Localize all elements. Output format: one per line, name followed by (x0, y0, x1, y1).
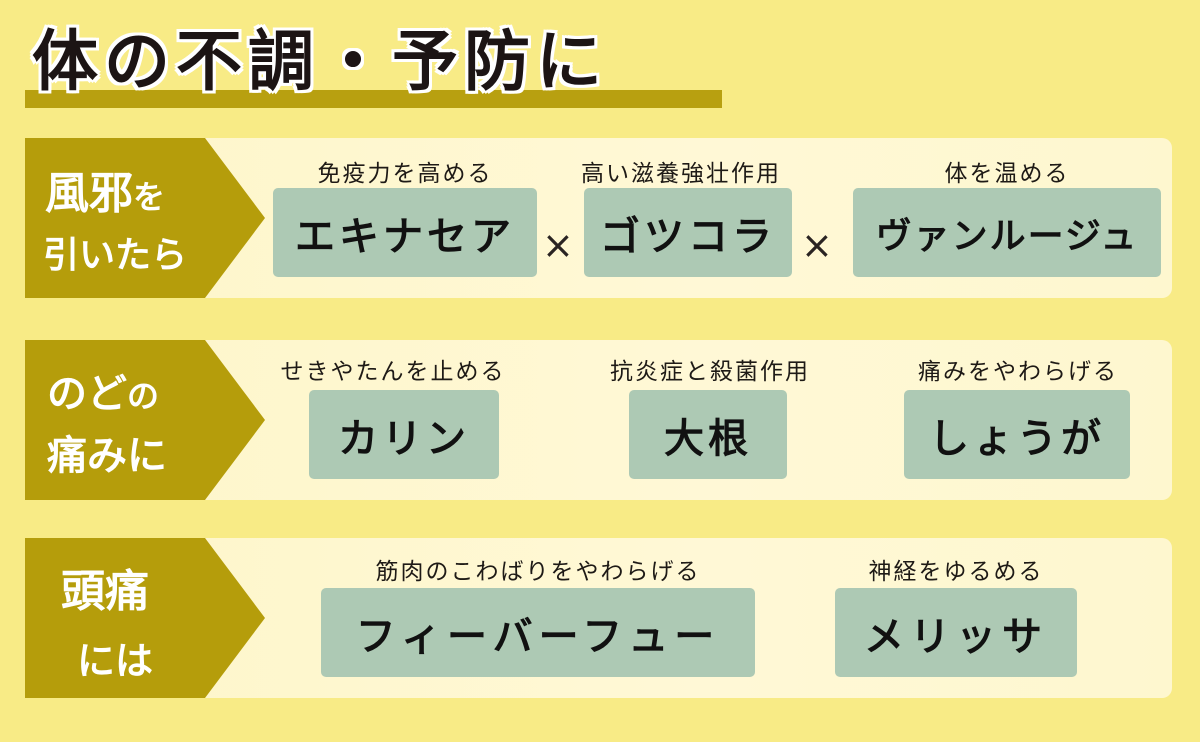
combine-x-icon: × (801, 223, 833, 267)
row-headache: 頭痛 には 筋肉のこわばりをやわらげる フィーバーフュー 神経をゆるめる メリッ… (25, 538, 1172, 698)
herb-box-melissa: メリッサ (835, 588, 1077, 677)
category-arrow-throat: のどの 痛みに (25, 340, 265, 500)
category-label-line1: 風邪を (45, 168, 166, 219)
page-title: 体の不調・予防に (32, 23, 608, 100)
category-arrow-headache: 頭痛 には (25, 538, 265, 698)
category-label-line2: 痛みに (47, 433, 167, 479)
title-underline (25, 90, 722, 108)
item-caption: 体を温める (944, 161, 1070, 187)
herb-box-feverfew: フィーバーフュー (321, 588, 755, 677)
herb-box-ginger: しょうが (904, 390, 1130, 479)
category-label-line1: 頭痛 (61, 566, 149, 617)
category-label-line1: のどの (47, 371, 160, 417)
category-label-line2: 引いたら (43, 235, 188, 276)
row-sore-throat: のどの 痛みに せきやたんを止める カリン 抗炎症と殺菌作用 大根 痛みをやわら… (25, 340, 1172, 500)
item-caption: 高い滋養強壮作用 (581, 161, 781, 187)
herb-box-echinacea: エキナセア (273, 188, 537, 277)
row-cold: 風邪を 引いたら 免疫力を高める エキナセア × 高い滋養強壮作用 ゴツコラ ×… (25, 138, 1172, 298)
item-caption: 免疫力を高める (317, 161, 493, 187)
category-arrow-cold: 風邪を 引いたら (25, 138, 265, 298)
item-caption: せきやたんを止める (280, 359, 506, 385)
item-caption: 神経をゆるめる (868, 559, 1044, 585)
herb-box-gotu-kola: ゴツコラ (584, 188, 792, 277)
category-label-line2: には (77, 639, 154, 683)
item-caption: 痛みをやわらげる (918, 359, 1118, 385)
item-caption: 筋肉のこわばりをやわらげる (375, 559, 701, 585)
herb-box-quince: カリン (309, 390, 499, 479)
item-caption: 抗炎症と殺菌作用 (610, 359, 810, 385)
combine-x-icon: × (542, 223, 574, 267)
herb-box-daikon: 大根 (629, 390, 787, 479)
herb-box-vin-rouge: ヴァンルージュ (853, 188, 1161, 277)
